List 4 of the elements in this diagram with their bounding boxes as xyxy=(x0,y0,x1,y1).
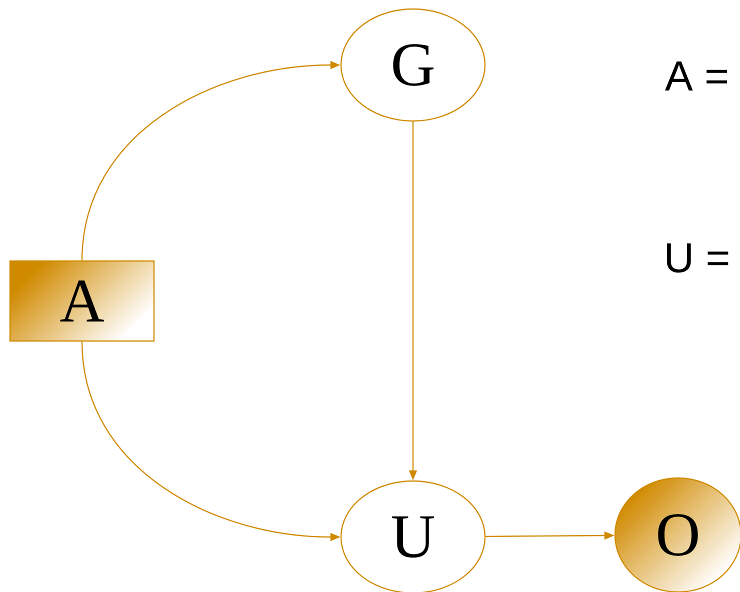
equation-label: U = xyxy=(666,243,728,273)
process-box: A xyxy=(9,260,155,342)
equation-label: A = xyxy=(664,62,727,90)
ellipse-node: G xyxy=(340,8,486,122)
